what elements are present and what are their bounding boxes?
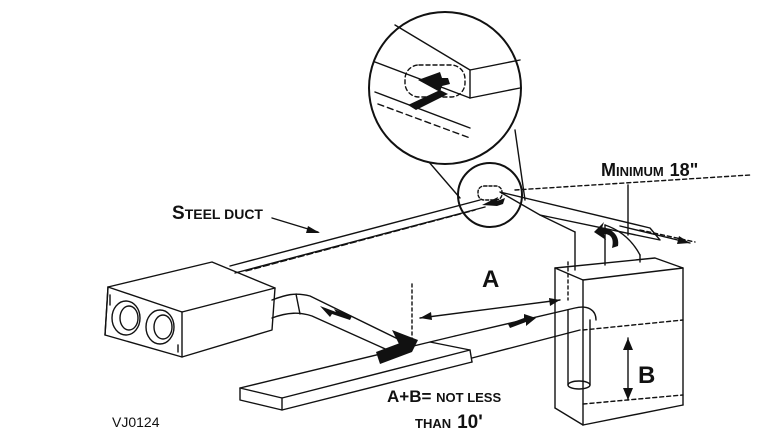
minimum-18-dimension <box>514 174 751 244</box>
roof-duct <box>499 191 661 271</box>
steel-duct <box>229 199 486 274</box>
flex-flow-arrow <box>320 306 352 320</box>
unit-flex-duct <box>271 293 401 353</box>
steel-duct-label: STEEL DUCT <box>172 203 263 224</box>
unit-port-right <box>145 309 175 345</box>
figure-id: VJ0124 <box>112 414 160 430</box>
rule-line-1: A+B= NOT LESS <box>387 387 501 406</box>
tall-cabinet <box>554 257 684 426</box>
dimension-b <box>623 337 633 401</box>
lower-bent-arrow <box>376 330 418 364</box>
joint-arrow <box>482 197 505 206</box>
lower-duct <box>239 306 597 411</box>
dimension-b-label: B <box>638 362 655 389</box>
detail-arrow <box>408 72 450 110</box>
ventilation-unit <box>104 261 276 358</box>
unit-port-left <box>111 300 141 336</box>
dimension-a <box>411 261 569 346</box>
lower-flow-arrow <box>508 314 536 328</box>
vertical-pipe <box>567 309 591 390</box>
joint-circle <box>457 162 523 228</box>
dimension-a-label: A <box>482 266 499 293</box>
detail-zoom <box>368 11 526 201</box>
elbow-arrow <box>594 222 619 248</box>
